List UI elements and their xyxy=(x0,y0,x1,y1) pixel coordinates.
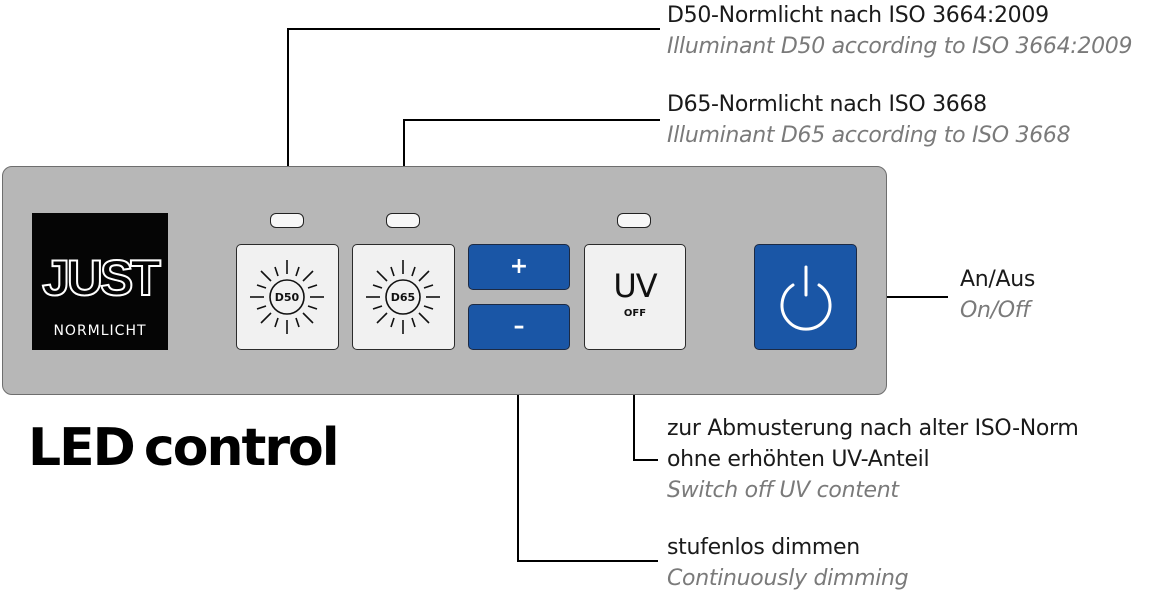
just-normlicht-logo: JUST NORMLICHT xyxy=(32,213,168,350)
caption-d65: D65-Normlicht nach ISO 3668 Illuminant D… xyxy=(667,89,1071,151)
d50-label: D50 xyxy=(275,291,300,304)
sun-icon: D65 xyxy=(366,260,440,334)
page-title: LED control xyxy=(28,418,340,478)
d65-label: D65 xyxy=(391,291,415,304)
sun-icon: D50 xyxy=(250,260,324,334)
power-icon xyxy=(780,265,832,331)
uv-off-label: OFF xyxy=(623,308,647,319)
caption-uv-en: Switch off UV content xyxy=(667,478,899,503)
caption-uv: zur Abmusterung nach alter ISO-Norm ohne… xyxy=(667,413,1079,506)
plus-label: + xyxy=(509,254,529,279)
logo-word: JUST xyxy=(41,250,162,306)
power-button[interactable] xyxy=(754,244,857,350)
caption-d50-de: D50-Normlicht nach ISO 3664:2009 xyxy=(667,3,1049,28)
caption-d65-de: D65-Normlicht nach ISO 3668 xyxy=(667,92,987,117)
caption-dim-en: Continuously dimming xyxy=(667,566,909,591)
caption-power: An/Aus On/Off xyxy=(960,264,1035,326)
caption-dim-de: stufenlos dimmen xyxy=(667,535,860,560)
uv-off-button[interactable]: UV OFF xyxy=(584,244,686,350)
caption-d65-en: Illuminant D65 according to ISO 3668 xyxy=(667,123,1071,148)
caption-dim: stufenlos dimmen Continuously dimming xyxy=(667,532,909,594)
led-d50 xyxy=(270,213,304,228)
d65-button[interactable]: D65 xyxy=(352,244,455,350)
caption-d50-en: Illuminant D50 according to ISO 3664:200… xyxy=(667,34,1133,59)
uv-label: UV xyxy=(613,267,657,305)
caption-power-de: An/Aus xyxy=(960,267,1036,292)
led-d65 xyxy=(386,213,420,228)
leader-uv xyxy=(633,370,658,461)
led-uv xyxy=(617,213,651,228)
caption-uv-de2: ohne erhöhten UV-Anteil xyxy=(667,447,930,472)
logo-subtitle: NORMLICHT xyxy=(53,323,147,339)
caption-uv-de1: zur Abmusterung nach alter ISO-Norm xyxy=(667,416,1079,441)
caption-power-en: On/Off xyxy=(960,298,1030,323)
d50-button[interactable]: D50 xyxy=(236,244,339,350)
dim-minus-button[interactable]: – xyxy=(468,304,570,350)
minus-label: – xyxy=(513,314,525,339)
leader-d50 xyxy=(287,28,660,191)
caption-d50: D50-Normlicht nach ISO 3664:2009 Illumin… xyxy=(667,0,1133,62)
dim-plus-button[interactable]: + xyxy=(468,244,570,290)
leader-dim xyxy=(517,370,658,562)
